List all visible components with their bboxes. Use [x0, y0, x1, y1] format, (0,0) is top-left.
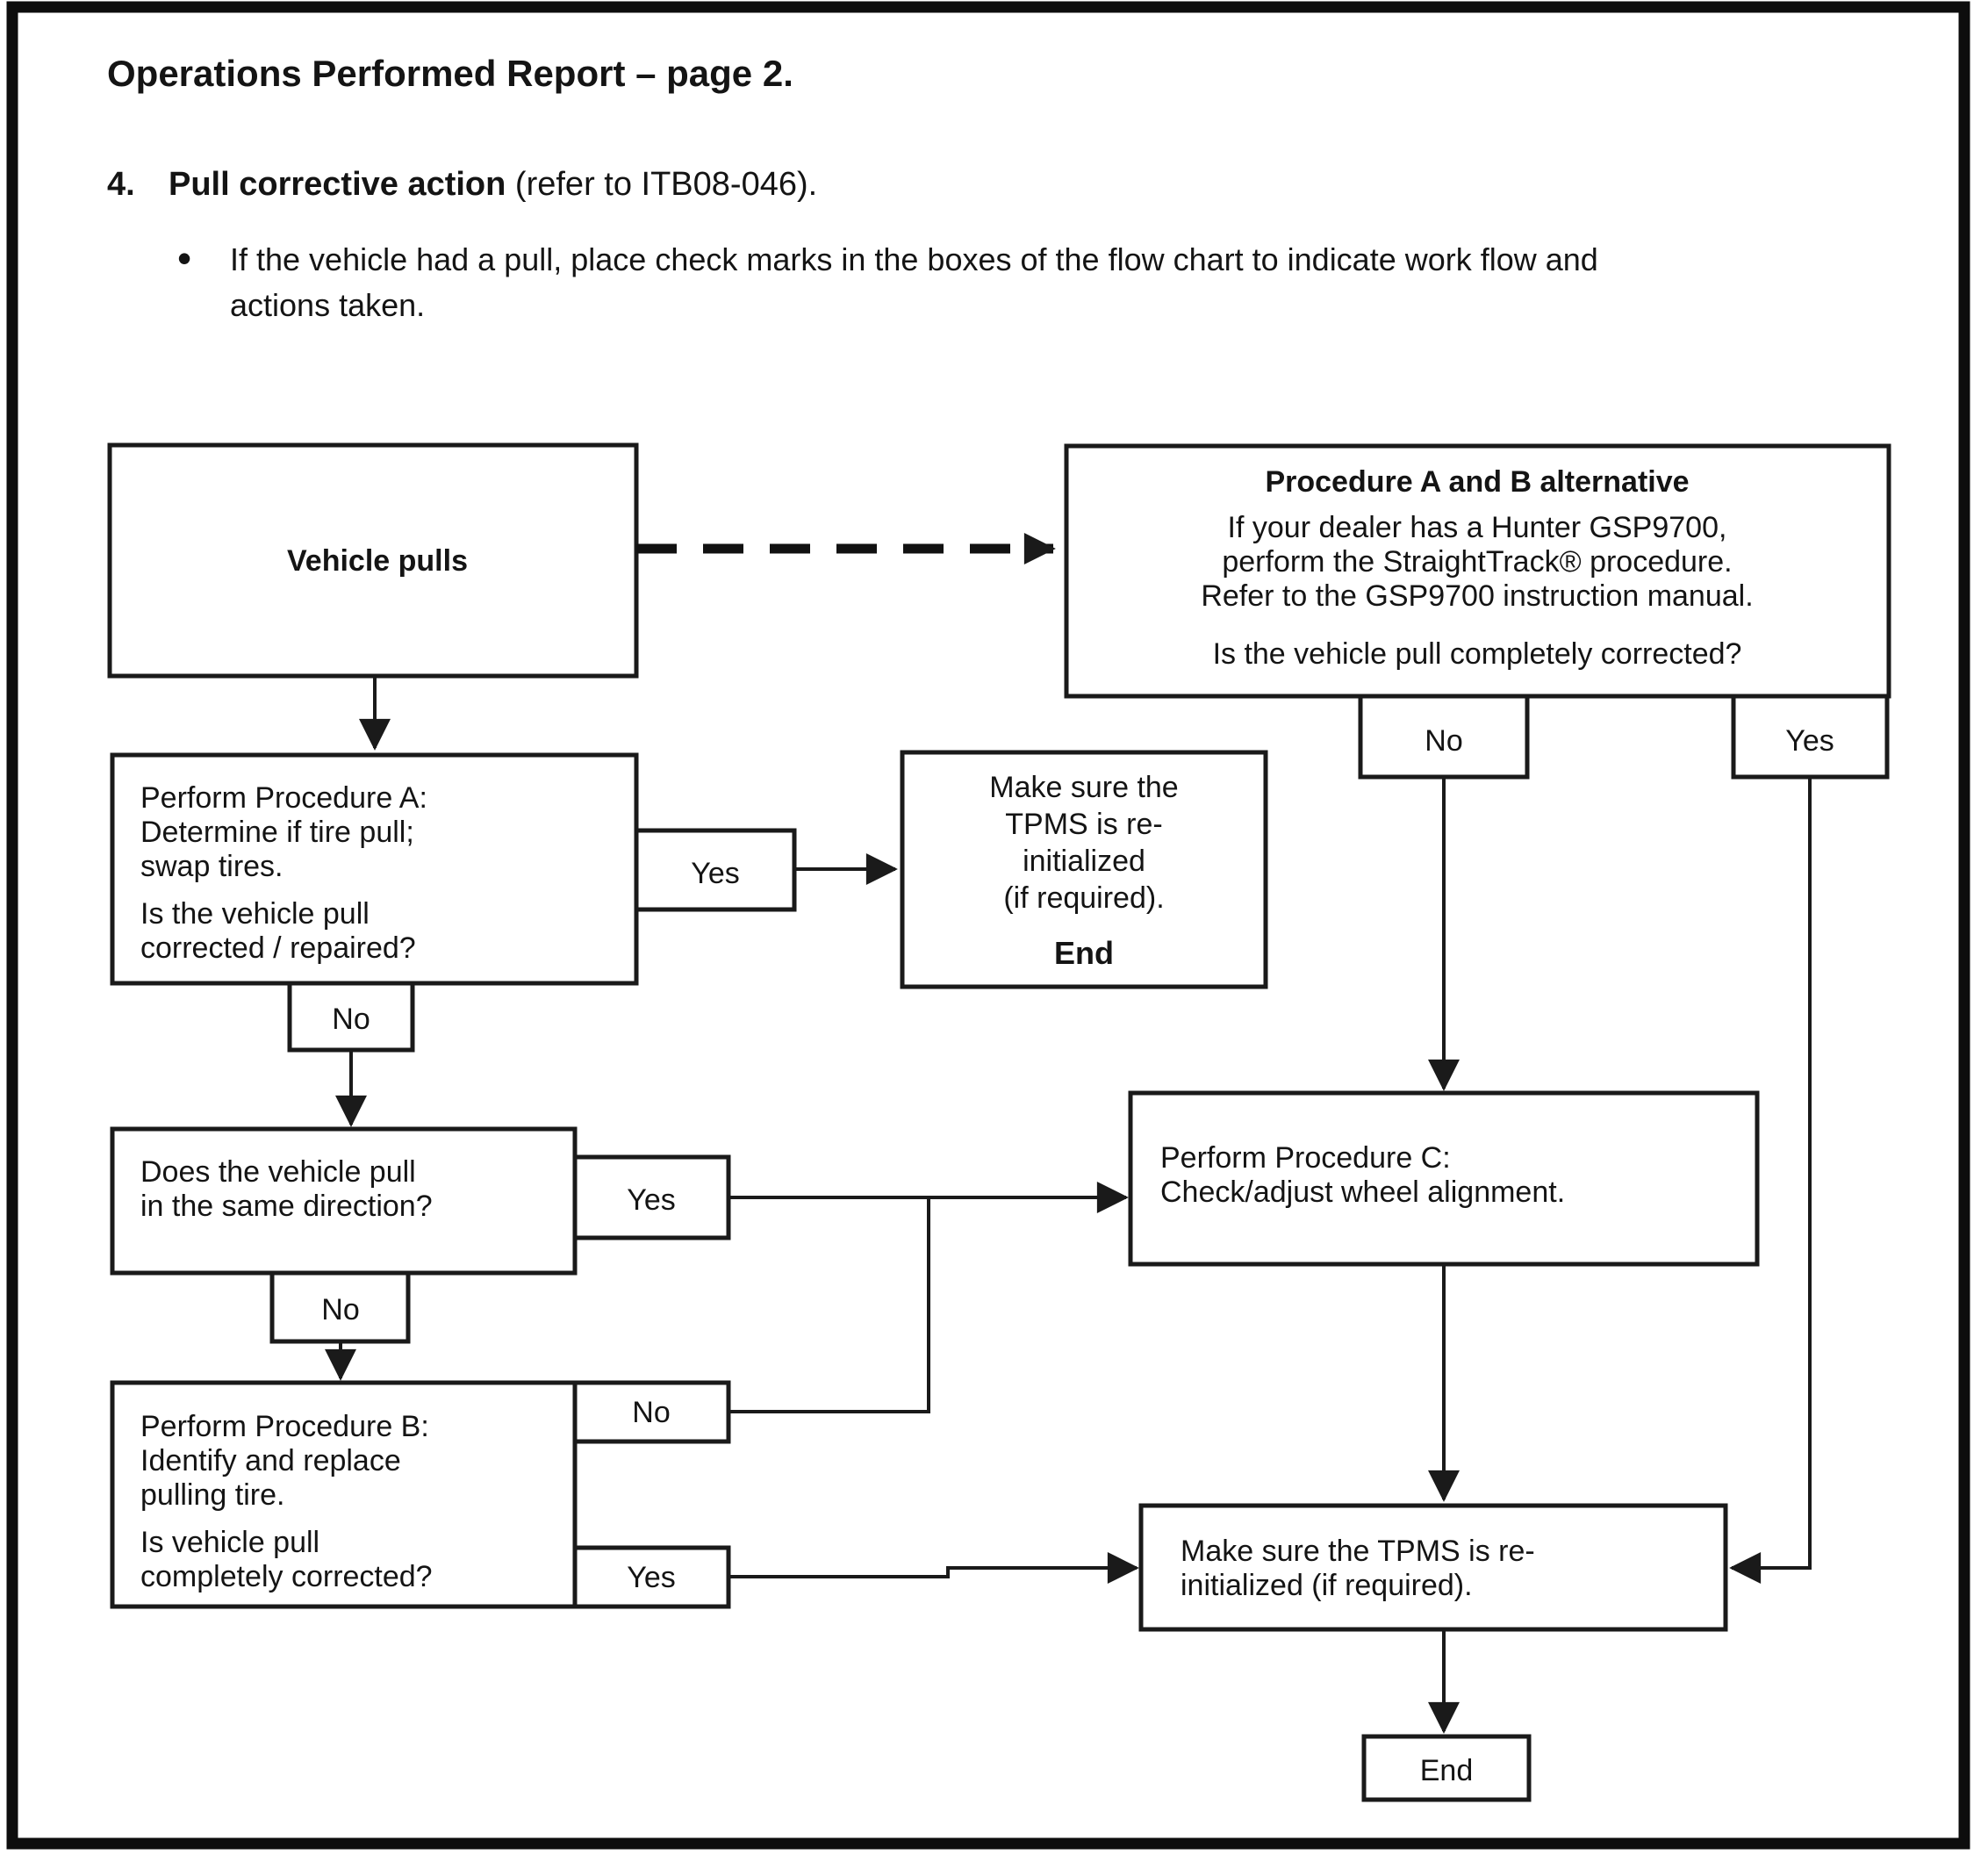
tab-same-direction-no-label: No [321, 1293, 359, 1326]
node-proc-b [110, 1380, 578, 1609]
tab-proc-a-yes-label: Yes [691, 857, 739, 890]
node-proc-b-line4: Is vehicle pull [140, 1526, 319, 1559]
node-proc-b-line1: Perform Procedure B: [140, 1410, 429, 1443]
node-same-direction [110, 1126, 578, 1276]
tab-proc-b-yes-label: Yes [627, 1561, 675, 1594]
node-end [1361, 1734, 1532, 1802]
connector-proc-b-yes-to-tpms2 [728, 1552, 1139, 1584]
bullet-text-line2: actions taken. [230, 287, 425, 323]
item-title: Pull corrective action [169, 166, 506, 203]
node-alternative [1064, 443, 1891, 699]
node-tpms-end-end-label: End [1054, 935, 1114, 971]
node-alternative-title: Procedure A and B alternative [1265, 465, 1689, 499]
node-proc-a [110, 752, 639, 986]
node-proc-a-line5: corrected / repaired? [140, 931, 416, 965]
node-proc-a-line3: swap tires. [140, 850, 283, 883]
tab-alternative-yes [1731, 694, 1890, 780]
tab-proc-b-no-label: No [632, 1396, 670, 1429]
connector-alternative-yes-to-tpms2 [1729, 777, 1812, 1584]
node-tpms-end-line2: TPMS is re- [1005, 808, 1162, 841]
node-tpms2 [1138, 1503, 1728, 1632]
node-tpms-end-line4: (if required). [1003, 881, 1164, 915]
node-proc-c [1128, 1090, 1760, 1267]
node-proc-c-line1: Perform Procedure C: [1160, 1141, 1451, 1175]
item-reference: (refer to ITB08-046). [506, 166, 817, 203]
node-vehicle-pulls-label: Vehicle pulls [287, 544, 468, 578]
node-end-label: End [1420, 1754, 1474, 1787]
node-tpms-end [900, 750, 1268, 989]
tab-proc-a-yes [634, 828, 797, 912]
node-alternative-line2: perform the StraightTrack® procedure. [1222, 545, 1732, 579]
node-tpms2-line2: initialized (if required). [1181, 1569, 1473, 1602]
tab-alternative-yes-label: Yes [1785, 724, 1834, 758]
tab-same-direction-yes-label: Yes [627, 1183, 675, 1217]
node-proc-a-line2: Determine if tire pull; [140, 816, 414, 849]
node-proc-b-line2: Identify and replace [140, 1444, 401, 1477]
bullet-text-line1: If the vehicle had a pull, place check m… [230, 241, 1598, 277]
tab-proc-b-no [572, 1380, 731, 1444]
tab-proc-b-yes [572, 1545, 731, 1609]
node-proc-a-line4: Is the vehicle pull [140, 897, 370, 931]
node-proc-c-line2: Check/adjust wheel alignment. [1160, 1175, 1565, 1209]
tab-same-direction-yes [572, 1154, 731, 1240]
node-tpms2-line1: Make sure the TPMS is re- [1181, 1535, 1535, 1568]
tab-alternative-no [1358, 694, 1530, 780]
node-alternative-question: Is the vehicle pull completely corrected… [1213, 637, 1742, 671]
node-proc-b-line3: pulling tire. [140, 1478, 284, 1512]
node-alternative-line1: If your dealer has a Hunter GSP9700, [1228, 511, 1727, 544]
node-tpms-end-line3: initialized [1023, 845, 1145, 878]
bullet-icon: • [177, 235, 191, 281]
tab-proc-a-no-label: No [332, 1003, 370, 1036]
node-same-direction-line2: in the same direction? [140, 1190, 433, 1223]
page-title: Operations Performed Report – page 2. [107, 53, 793, 94]
item-number: 4. [107, 166, 135, 203]
node-proc-a-line1: Perform Procedure A: [140, 781, 427, 815]
tab-alternative-no-label: No [1425, 724, 1462, 758]
node-alternative-line3: Refer to the GSP9700 instruction manual. [1201, 579, 1753, 613]
connector-proc-b-no-merge [728, 1199, 930, 1413]
node-same-direction-line1: Does the vehicle pull [140, 1155, 416, 1189]
item-heading: Pull corrective action (refer to ITB08-0… [169, 166, 817, 203]
page-border [6, 1, 1970, 1850]
node-proc-b-line5: completely corrected? [140, 1560, 433, 1593]
node-tpms-end-line1: Make sure the [989, 771, 1178, 804]
